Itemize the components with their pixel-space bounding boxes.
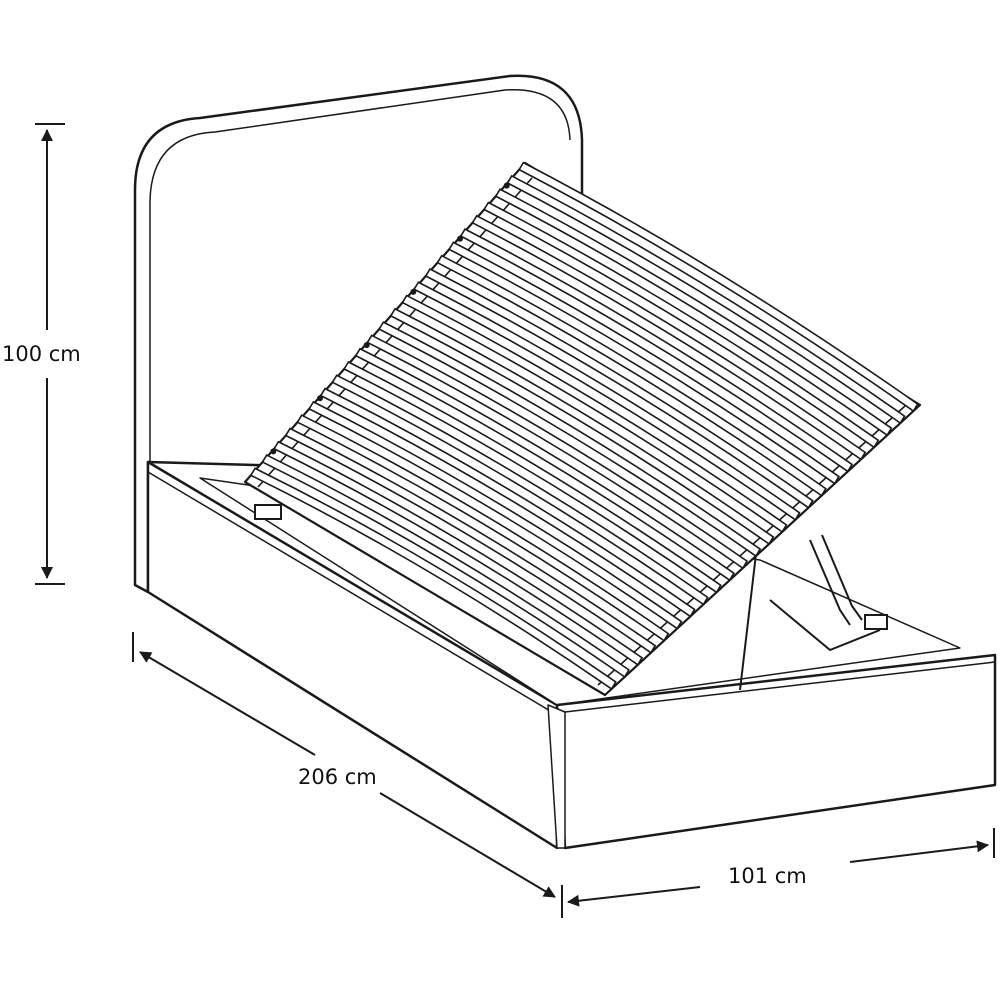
slat (273, 440, 644, 666)
width-dimension (567, 828, 995, 907)
slat (354, 347, 735, 582)
slat (261, 454, 630, 679)
slat (378, 321, 762, 558)
slat-fixing-dot (317, 395, 323, 402)
slat (284, 427, 657, 654)
slat (366, 334, 749, 570)
slat-fixing-dot (270, 448, 277, 455)
slat (249, 467, 617, 691)
slat (331, 374, 709, 606)
slat (424, 267, 814, 509)
slat (436, 254, 827, 497)
slat (319, 387, 696, 618)
slat-fixing-dot (410, 288, 417, 295)
width-label: 101 cm (726, 864, 809, 888)
slat (413, 281, 801, 521)
slat (296, 414, 670, 642)
slats (249, 161, 919, 691)
height-dimension (35, 123, 65, 585)
length-label: 206 cm (296, 765, 379, 789)
slat-fixing-dot (503, 182, 510, 189)
slat (483, 201, 880, 449)
slat (518, 161, 919, 413)
slat (389, 307, 775, 546)
slat (308, 400, 683, 630)
slat (506, 174, 906, 425)
slat (448, 241, 840, 485)
slat-fixing-dot (457, 235, 463, 242)
length-dimension (132, 632, 563, 918)
slat (401, 294, 788, 534)
slat (343, 360, 722, 594)
slat (459, 228, 854, 473)
height-label: 100 cm (0, 342, 83, 366)
slat (494, 188, 893, 437)
slat-fixing-dot (363, 342, 370, 349)
headboard (133, 74, 584, 594)
slat (471, 214, 867, 461)
